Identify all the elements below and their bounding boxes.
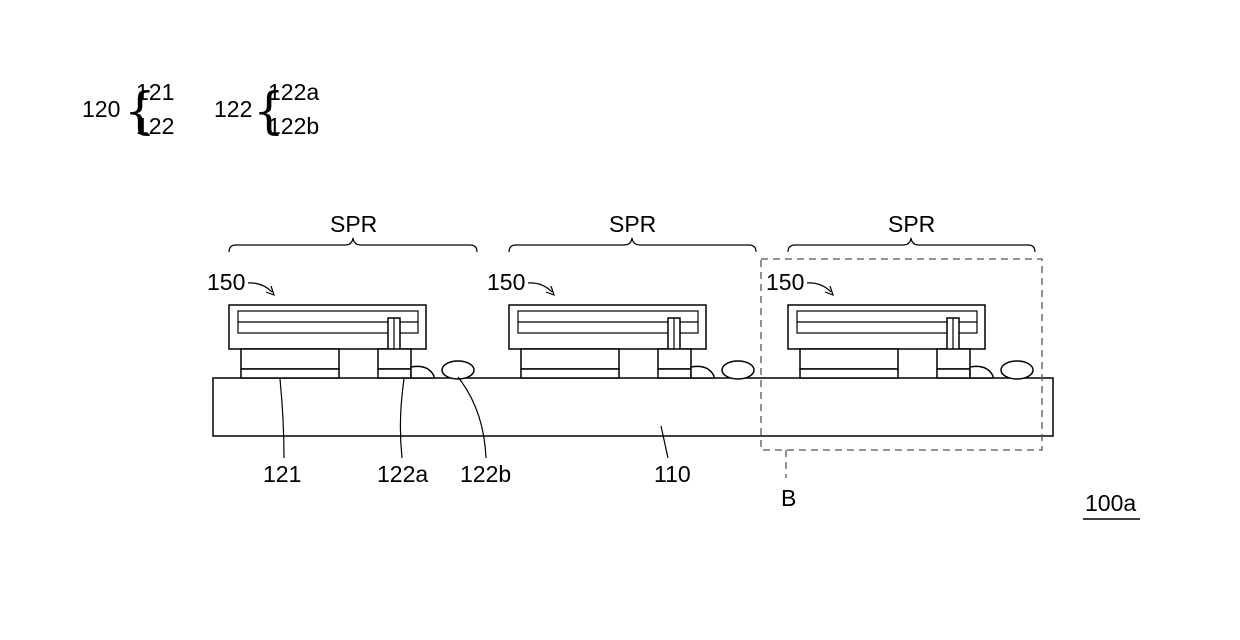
unit-150-arrow-3 (807, 283, 831, 292)
first-bump-121-1 (241, 369, 339, 378)
package-unit-2: 150 (487, 269, 754, 379)
spr-brace-2 (509, 238, 756, 252)
bump-122b-3 (1001, 361, 1033, 379)
detail-box-b-label: B (781, 485, 796, 511)
spr-label-3: SPR (888, 211, 935, 237)
legend-120-item-2: 122 (136, 113, 174, 139)
package-unit-3: 150 (766, 269, 1033, 379)
middle-block-1 (241, 349, 339, 369)
legend-122: 122 { 122a 122b (214, 79, 319, 140)
callout-122b: 122b (460, 461, 511, 487)
spr-label-2: SPR (609, 211, 656, 237)
bump-122b-2 (722, 361, 754, 379)
legend-122-label: 122 (214, 96, 252, 122)
bump-stack-122a-1 (378, 349, 411, 369)
callout-121: 121 (263, 461, 301, 487)
package-unit-1: 150 (207, 269, 474, 379)
middle-block-2 (521, 349, 619, 369)
spr-brace-1 (229, 238, 477, 252)
unit-150-arrow-1 (248, 283, 272, 292)
first-bump-121-2 (521, 369, 619, 378)
unit-150-label-1: 150 (207, 269, 245, 295)
bump-122b-1 (442, 361, 474, 379)
solder-fillet-2 (691, 366, 714, 378)
solder-fillet-3 (970, 366, 993, 378)
bump-122a-pad-2 (658, 369, 691, 378)
bump-122a-pad-1 (378, 369, 411, 378)
unit-150-label-2: 150 (487, 269, 525, 295)
bump-122a-pad-3 (937, 369, 970, 378)
middle-block-3 (800, 349, 898, 369)
solder-fillet-1 (411, 366, 434, 378)
legend-120-item-1: 121 (136, 79, 174, 105)
legend-122-item-1: 122a (268, 79, 319, 105)
first-bump-121-3 (800, 369, 898, 378)
legend-120: 120 { 121 122 (82, 79, 174, 140)
legend-120-label: 120 (82, 96, 120, 122)
unit-150-label-3: 150 (766, 269, 804, 295)
spr-brace-3 (788, 238, 1035, 252)
callout-110: 110 (654, 461, 691, 487)
substrate-110 (213, 378, 1053, 436)
bump-stack-122a-3 (937, 349, 970, 369)
callout-122a: 122a (377, 461, 428, 487)
unit-150-arrow-2 (528, 283, 552, 292)
bump-stack-122a-2 (658, 349, 691, 369)
legend-122-item-2: 122b (268, 113, 319, 139)
figure-id: 100a (1085, 490, 1136, 516)
spr-label-1: SPR (330, 211, 377, 237)
